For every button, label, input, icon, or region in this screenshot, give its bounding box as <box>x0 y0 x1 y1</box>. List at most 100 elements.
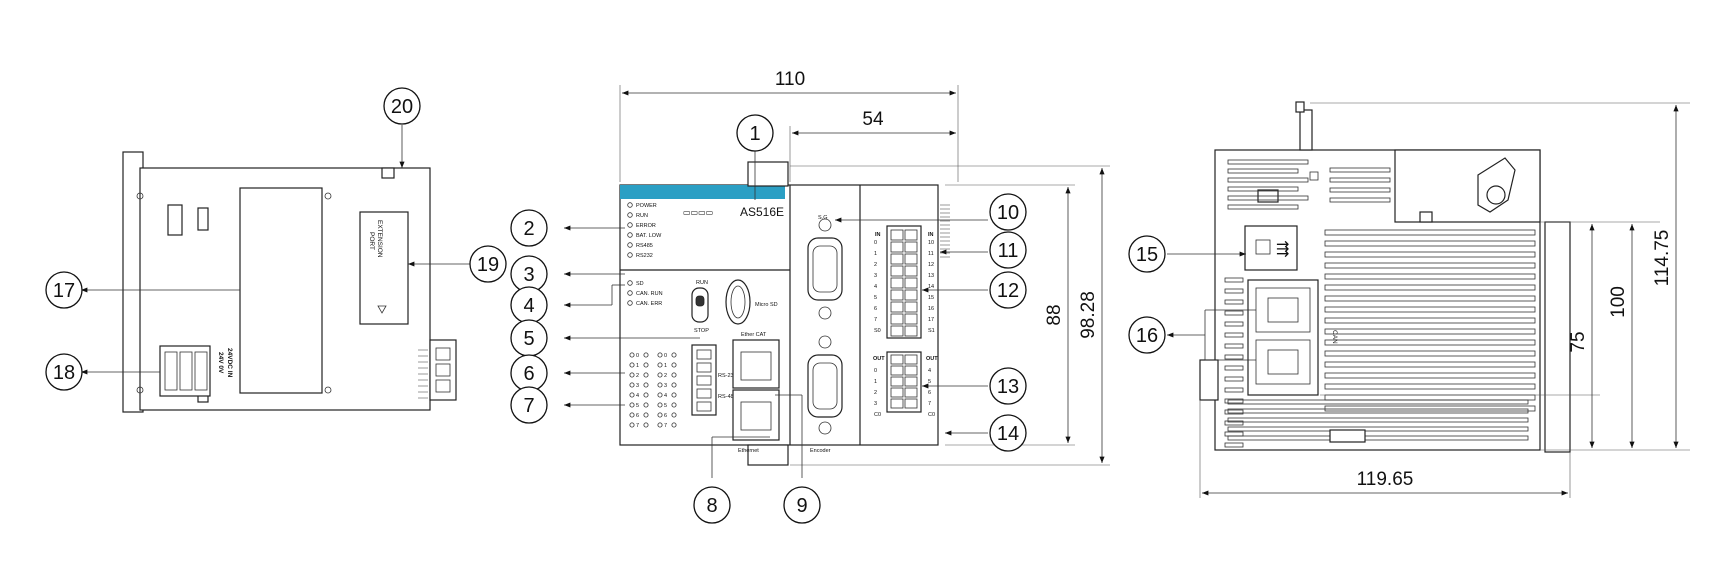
right-view-top-step <box>1394 149 1541 223</box>
io-led <box>643 412 649 418</box>
usb-port <box>1255 239 1271 255</box>
micro-sd-slot-inner <box>730 285 746 319</box>
input-terminal <box>890 277 904 289</box>
callout-9: 9 <box>783 486 821 524</box>
io-led-number: 3 <box>664 383 667 389</box>
callout-4: 4 <box>510 286 548 324</box>
output-terminal <box>904 387 918 398</box>
io-led <box>671 362 677 368</box>
output-terminal <box>904 354 918 365</box>
input-number-left: 2 <box>874 262 877 268</box>
io-led-number: 6 <box>664 413 667 419</box>
ethercat-port <box>732 339 780 389</box>
callout-19: 19 <box>469 245 507 283</box>
can-port-2-socket <box>1267 349 1299 375</box>
vent-slot <box>1227 177 1309 183</box>
vent-slot <box>1324 350 1536 357</box>
callout-number: 15 <box>1136 244 1158 266</box>
front-bottom-hook <box>747 444 789 466</box>
io-led <box>671 382 677 388</box>
output-number-left: C0 <box>874 412 881 418</box>
io-led <box>657 362 663 368</box>
dim-110: 110 <box>775 69 805 90</box>
vent-slot <box>1227 195 1309 201</box>
input-terminal <box>904 265 918 277</box>
io-led-number: 1 <box>636 363 639 369</box>
callout-number: 19 <box>477 254 499 276</box>
callout-number: 5 <box>523 328 534 350</box>
vent-slot <box>1324 251 1536 258</box>
io-led <box>629 422 635 428</box>
output-terminal <box>890 387 904 398</box>
dim-100: 100 <box>1608 286 1629 318</box>
callout-number: 7 <box>523 395 534 417</box>
right-view-lever-pivot <box>1486 185 1506 205</box>
vent-slot <box>1227 204 1299 210</box>
callout-5: 5 <box>510 319 548 357</box>
rs485-label: RS-485 <box>718 394 737 400</box>
input-terminal <box>890 325 904 337</box>
serial-pin <box>696 401 712 412</box>
serial-connector <box>691 344 717 416</box>
can-port-frame <box>1247 279 1319 396</box>
vent-slot <box>1324 273 1536 280</box>
input-number-left: 3 <box>874 273 877 279</box>
vent-slot <box>1227 399 1529 405</box>
left-side-view: EXTENSION PORT 24VDC IN 24V 0V <box>122 151 457 413</box>
screw-hole <box>324 192 332 200</box>
vent-slot <box>1324 383 1536 390</box>
callout-number: 18 <box>53 362 75 384</box>
io-led <box>643 382 649 388</box>
io-led <box>671 422 677 428</box>
led-run-label: RUN <box>636 213 648 219</box>
sg-label: S.G <box>818 215 827 221</box>
vent-slot <box>1224 409 1244 415</box>
io-led <box>671 372 677 378</box>
led-rs485-label: RS485 <box>636 243 653 249</box>
right-view-side-tab <box>1199 359 1219 401</box>
power-terminal <box>194 351 208 391</box>
io-led <box>657 412 663 418</box>
right-view-bottom-tab <box>1329 429 1366 443</box>
io-led <box>671 392 677 398</box>
model-label: AS516E <box>740 205 784 219</box>
io-led <box>657 392 663 398</box>
vent-slot <box>1324 405 1536 412</box>
callout-number: 2 <box>523 218 534 240</box>
vent-slot <box>1227 168 1299 174</box>
led-can-run-label: CAN. RUN <box>636 291 663 297</box>
callout-number: 8 <box>706 495 717 517</box>
callout-number: 11 <box>998 240 1019 262</box>
callout-14: 14 <box>989 414 1027 452</box>
screw-hole <box>136 386 144 394</box>
io-led-number: 6 <box>636 413 639 419</box>
input-number-right: S1 <box>928 328 935 334</box>
power-terminal <box>179 351 193 391</box>
input-number-right: 16 <box>928 306 934 312</box>
left-view-slot-top <box>167 204 183 236</box>
brand-logo: ▭▭▭▭ <box>683 208 713 217</box>
ethercat-port-socket <box>740 351 772 381</box>
dsub-screw <box>818 421 832 435</box>
input-terminal-block <box>886 225 922 339</box>
extension-port-label-1: EXTENSION <box>376 220 383 258</box>
io-led-number: 4 <box>664 393 667 399</box>
vent-slot <box>1324 372 1536 379</box>
right-side-view: ⇶ CAN <box>1199 101 1571 453</box>
io-led <box>643 362 649 368</box>
rs232-label: RS-232 <box>718 373 737 379</box>
io-led <box>657 372 663 378</box>
output-terminal-block <box>886 351 922 413</box>
ethercat-label: Ether CAT <box>741 332 767 338</box>
right-connector-pin <box>435 347 451 361</box>
out-label-left: OUT <box>873 356 885 362</box>
vent-slot <box>1224 387 1244 393</box>
can-port-1-socket <box>1267 297 1299 323</box>
io-led-number: 4 <box>636 393 639 399</box>
extension-port-label-2: PORT <box>368 232 375 250</box>
front-view: ▭▭▭▭ AS516E POWER RUN ERROR BAT. LOW RS4… <box>619 161 950 466</box>
io-led <box>643 422 649 428</box>
input-number-right: 10 <box>928 240 934 246</box>
input-terminal <box>890 229 904 241</box>
vent-slot <box>1224 420 1244 426</box>
